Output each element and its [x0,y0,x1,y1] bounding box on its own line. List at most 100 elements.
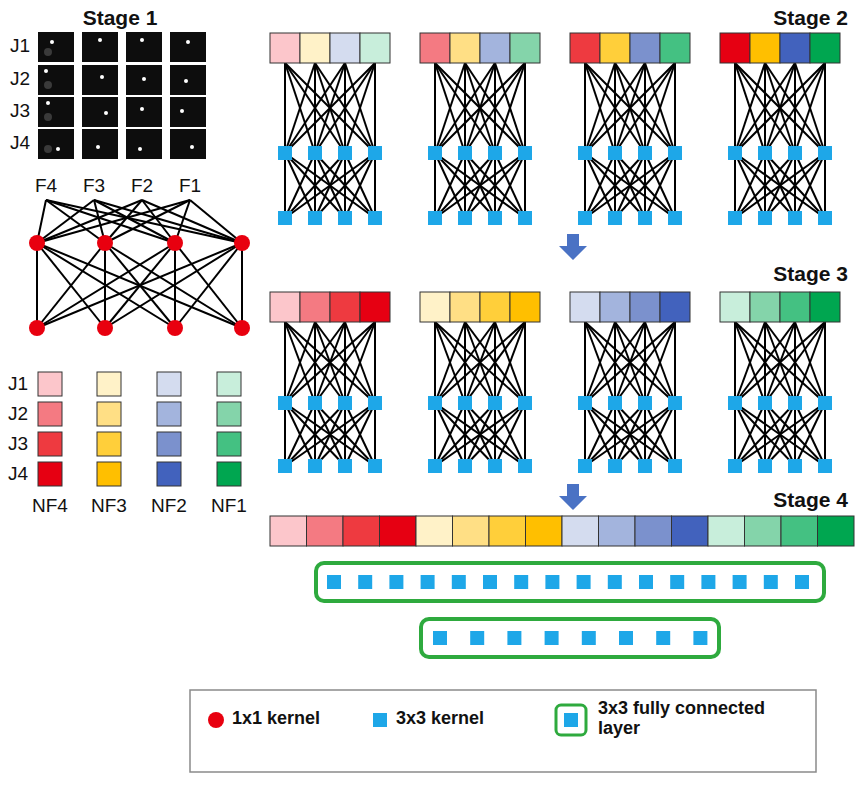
feature-square [630,292,660,322]
feature-square [635,516,672,546]
kernel-3x3 [728,459,742,473]
feature-square [450,292,480,322]
image-spot [180,109,184,113]
feature-square [217,372,241,396]
connection-line [374,63,376,153]
connection-line [37,243,242,328]
kernel-3x3 [368,146,382,160]
axis-label: J4 [8,464,28,485]
fc-layer-box [421,619,719,657]
kernel-3x3 [428,146,442,160]
kernel-3x3 [788,146,802,160]
feature-square [745,516,782,546]
connection-line [37,200,94,243]
axis-label: F1 [179,176,201,197]
connection-line [435,403,495,466]
feature-square [570,292,600,322]
image-tile [170,32,206,62]
feature-square [630,33,660,63]
kernel-3x3 [470,631,484,645]
connection-line [345,63,375,153]
connection-line [435,403,525,466]
feature-square [300,292,330,322]
connection-line [434,153,436,218]
axis-label: J3 [8,434,28,455]
kernel-3x3 [488,396,502,410]
connection-line [435,63,495,153]
connection-line [37,243,242,328]
connection-line [674,153,676,218]
connection-line [735,63,825,153]
connection-line [105,243,242,328]
kernel-3x3 [308,396,322,410]
stage-title: Stage 1 [83,6,158,29]
connection-line [735,63,825,153]
feature-square [217,462,241,486]
kernel-3x3 [818,146,832,160]
kernel-3x3 [619,631,633,645]
image-spot [44,69,48,73]
kernel-1x1 [97,235,113,251]
connection-line [284,322,286,403]
feature-square [660,292,690,322]
connection-line [285,322,345,403]
stage-title: Stage 2 [773,6,848,29]
feature-square [600,33,630,63]
kernel-3x3 [670,575,684,589]
kernel-3x3 [368,211,382,225]
connection-line [735,153,825,218]
kernel-1x1 [234,235,250,251]
kernel-3x3 [788,211,802,225]
kernel-3x3 [433,631,447,645]
connection-line [285,403,345,466]
feature-square [672,516,709,546]
kernel-3x3 [488,211,502,225]
connection-line [585,153,675,218]
feature-square [380,516,417,546]
axis-label: NF1 [211,496,247,517]
connection-line [465,153,525,218]
connection-line [374,322,376,403]
kernel-3x3 [278,396,292,410]
connection-line [434,63,436,153]
connection-line [795,403,825,466]
feature-square [416,516,453,546]
kernel-3x3 [488,146,502,160]
image-tile [82,32,118,62]
connection-line [495,322,525,403]
connection-line [285,63,345,153]
connection-line [765,403,825,466]
kernel-3x3 [668,211,682,225]
connection-line [735,153,795,218]
connection-line [37,200,142,243]
kernel-3x3 [818,459,832,473]
kernel-3x3 [278,211,292,225]
image-spot [104,111,108,115]
connection-line [765,403,825,466]
legend-text: 3x3 kernel [396,709,484,729]
connection-line [435,153,525,218]
kernel-3x3 [608,146,622,160]
feature-square [570,33,600,63]
connection-line [37,243,175,328]
feature-square [510,33,540,63]
connection-line [765,63,825,153]
kernel-3x3 [452,575,466,589]
kernel-3x3 [608,459,622,473]
kernel-3x3 [338,396,352,410]
connection-line [645,153,675,218]
image-tile [82,97,118,127]
kernel-1x1 [97,320,113,336]
connection-line [615,322,675,403]
connection-line [585,403,645,466]
image-spot [140,38,144,42]
connection-line [674,63,676,153]
kernel-3x3 [308,211,322,225]
connection-line [345,403,375,466]
connection-line [765,153,825,218]
legend-text: 1x1 kernel [232,709,320,729]
connection-line [345,63,375,153]
connection-line [435,322,465,403]
connection-line [315,63,375,153]
image-tile [126,97,162,127]
